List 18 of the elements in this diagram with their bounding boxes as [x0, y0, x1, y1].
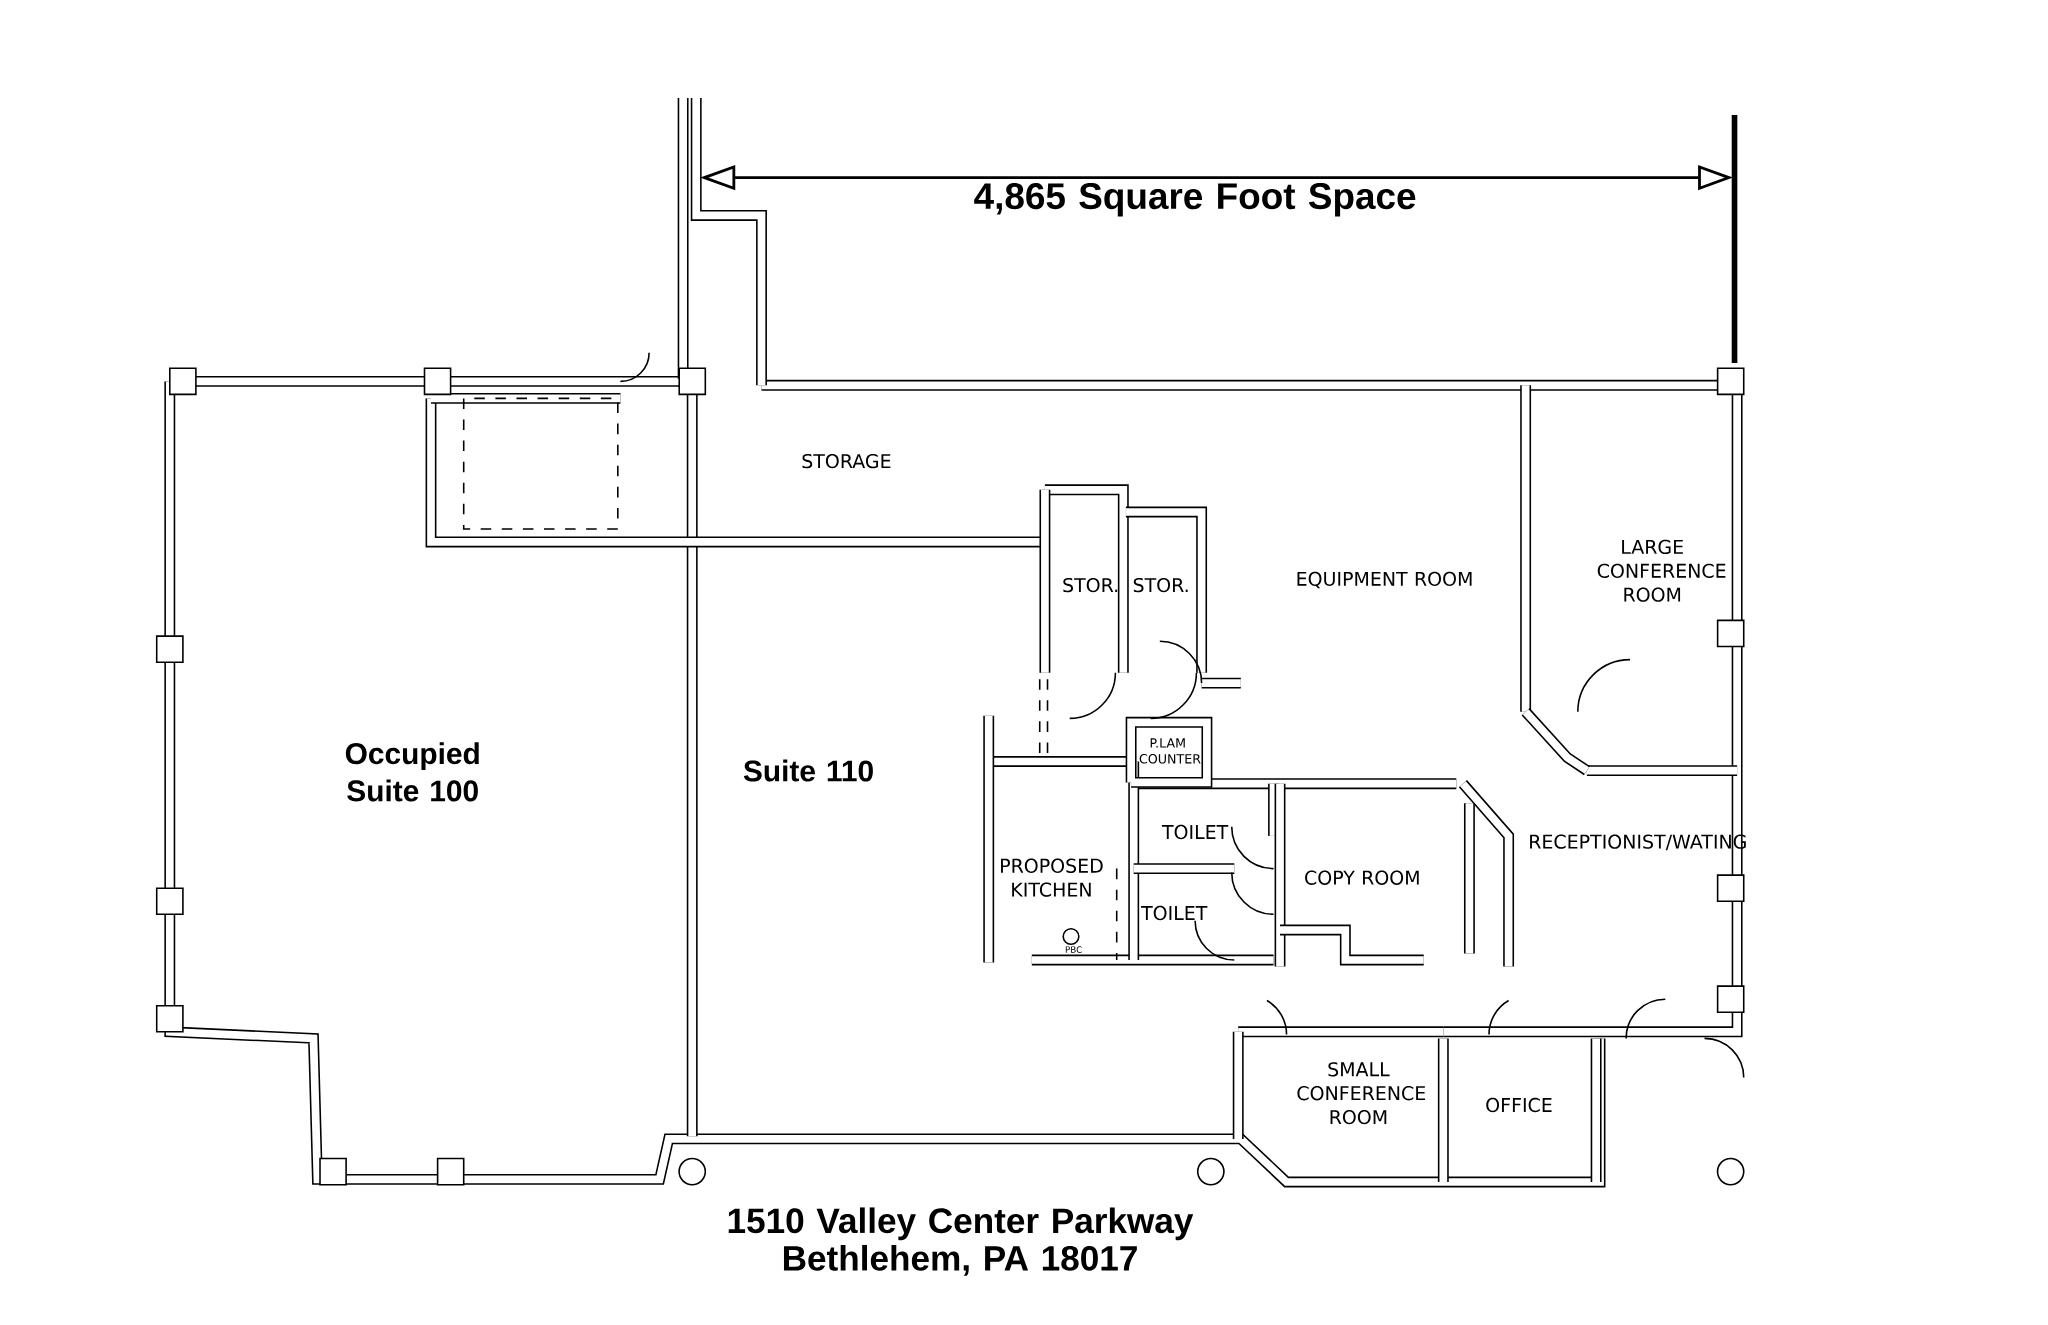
room-label: EQUIPMENT ROOM	[1297, 571, 1472, 589]
room-label: STOR.	[1063, 577, 1118, 593]
room-label: STORAGE	[802, 453, 891, 469]
room-label: OFFICE	[1486, 1097, 1552, 1113]
room-label: PBC	[1065, 946, 1082, 953]
suite-label: Occupied Suite 100	[345, 742, 479, 802]
dimension-label: 4,865 Square Foot Space	[974, 183, 1416, 217]
room-label: SMALL CONFERENCE ROOM	[1297, 1062, 1426, 1125]
room-label: STOR.	[1133, 577, 1188, 593]
address-text: Bethlehem, PA 18017	[784, 1244, 1137, 1276]
room-label: TOILET	[1141, 905, 1208, 921]
suite-label: Suite 110	[743, 759, 873, 782]
room-label: P.LAM COUNTER	[1139, 738, 1201, 764]
room-label: PROPOSED KITCHEN	[1001, 858, 1103, 897]
address-text: 1510 Valley Center Parkway	[728, 1207, 1194, 1241]
room-label: COPY ROOM	[1305, 870, 1419, 885]
room-label: TOILET	[1161, 824, 1229, 840]
room-label: LARGE CONFERENCE ROOM	[1597, 539, 1726, 602]
